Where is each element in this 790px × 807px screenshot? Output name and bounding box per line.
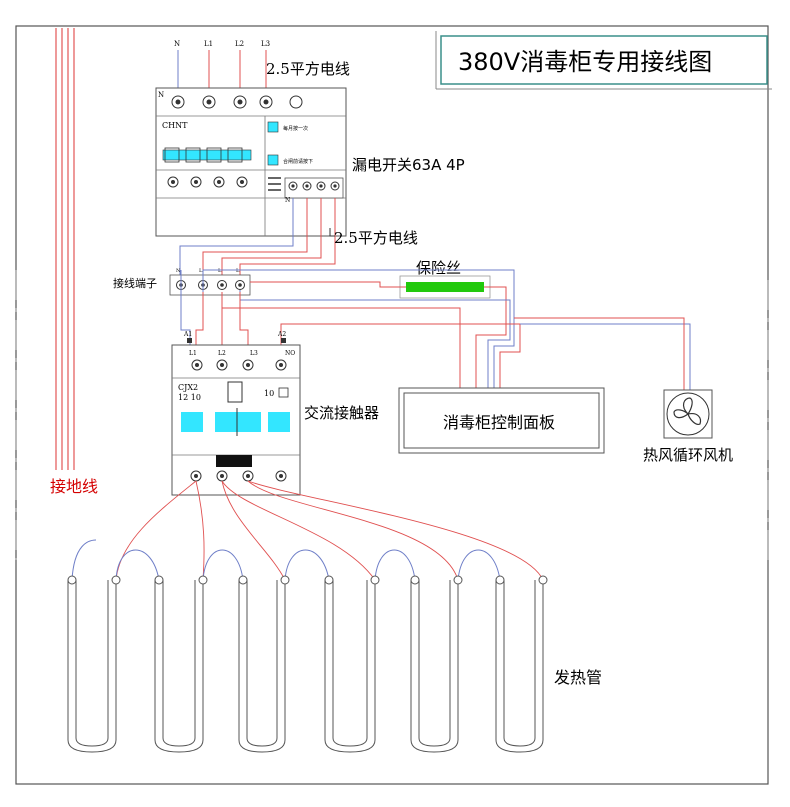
- control-wires: [180, 269, 691, 390]
- wire-spec-top: 2.5平方电线: [266, 60, 350, 78]
- terminal-pin: L: [236, 268, 240, 274]
- heater-wires: [115, 480, 544, 581]
- breaker-bottom-screws: [167, 176, 344, 199]
- contactor-label: 交流接触器: [304, 404, 379, 422]
- contactor-pin: L1: [189, 350, 197, 357]
- fuse-label: 保险丝: [416, 259, 461, 277]
- breaker-indicator-lines: [268, 177, 281, 191]
- contactor-pin: L3: [250, 350, 258, 357]
- reset-button-icon: [267, 154, 279, 166]
- breaker-bottom-n: N: [285, 197, 290, 204]
- title-text: 380V消毒柜专用接线图: [458, 48, 712, 76]
- contactor-bar: [216, 455, 252, 467]
- terminal-label: 接线端子: [113, 276, 157, 290]
- contactor-a2: A2: [277, 331, 286, 338]
- terminal-block: 接线端子 N L L L: [113, 268, 251, 296]
- fan: 热风循环风机: [643, 389, 733, 464]
- contactor: A1 A2 L1 L2 L3 NO CJX2 12 10 10: [171, 331, 301, 496]
- control-panel: 消毒柜控制面板: [398, 387, 605, 454]
- contactor-aux: 10: [264, 389, 274, 398]
- breaker-top-label: L2: [235, 40, 244, 48]
- contact-window: [268, 412, 290, 432]
- fan-label: 热风循环风机: [643, 446, 733, 464]
- breaker-note: 每月按一次: [283, 125, 308, 132]
- ground-label: 接地线: [50, 477, 98, 496]
- contactor-model-sub: 12 10: [178, 393, 201, 402]
- wire-spec-mid: 2.5平方电线: [334, 229, 418, 247]
- terminal-pin: L: [199, 268, 203, 274]
- contactor-pin: NO: [285, 350, 295, 357]
- outer-frame: [15, 25, 769, 785]
- title-box: 380V消毒柜专用接线图: [435, 31, 772, 90]
- heating-tubes: [67, 539, 548, 753]
- breaker-label: 漏电开关63A 4P: [352, 156, 465, 174]
- test-button-icon: [267, 121, 279, 133]
- breaker-n-label: N: [158, 91, 164, 99]
- fuse: 保险丝: [399, 259, 491, 299]
- terminal-pin: N: [176, 268, 181, 274]
- contactor-pin: L2: [218, 350, 226, 357]
- contactor-model: CJX2: [178, 383, 198, 392]
- breaker-top-label: N: [174, 40, 180, 48]
- rcd-breaker: N CHNT 每月按一次 合闸前请按下: [155, 87, 347, 237]
- contact-window: [181, 412, 203, 432]
- panel-label: 消毒柜控制面板: [443, 413, 555, 432]
- contact-window: [215, 412, 261, 432]
- fan-icon: [673, 397, 702, 425]
- breaker-top-label: L1: [204, 40, 213, 48]
- breaker-top-label: L3: [261, 40, 270, 48]
- contactor-a1: A1: [183, 331, 192, 338]
- breaker-brand: CHNT: [162, 121, 188, 130]
- breaker-switch-handles: [162, 147, 252, 163]
- breaker-note: 合闸前请按下: [283, 158, 313, 165]
- ground-wire: 接地线: [50, 28, 98, 496]
- terminal-pin: L: [218, 268, 222, 274]
- heater-label: 发热管: [554, 668, 602, 687]
- breaker-top-screws: [171, 95, 303, 109]
